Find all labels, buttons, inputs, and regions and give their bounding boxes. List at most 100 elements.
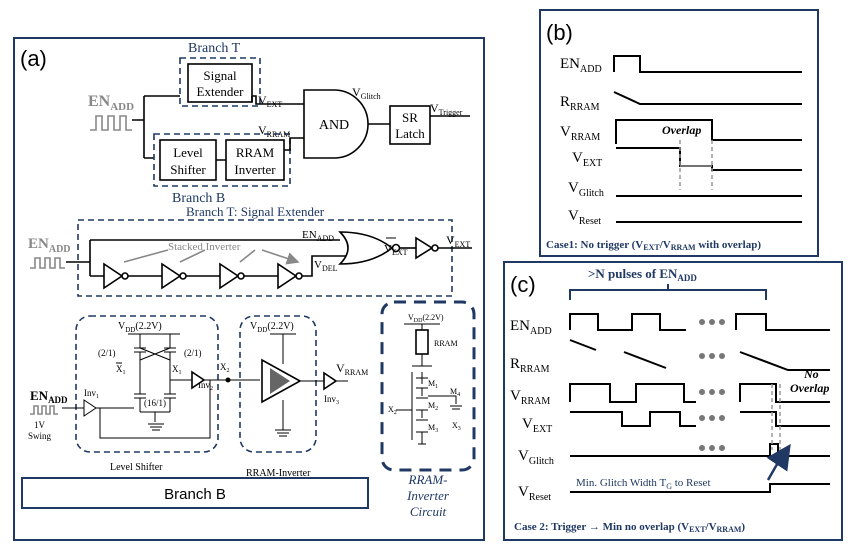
c-wave-v-rram-1	[569, 383, 696, 403]
rram-circuit-frame	[380, 300, 476, 472]
v-rram-wire	[216, 137, 304, 161]
ellipsis-dots	[699, 319, 725, 451]
signal-extender-block	[187, 63, 253, 103]
en-add-2-label: ENADD	[28, 236, 71, 255]
ratio-right: (2/1)	[184, 348, 202, 358]
circuit-caption-1: RRAM-	[408, 472, 448, 487]
m2-label: M2	[428, 401, 438, 412]
rram-device-label: RRAM	[434, 339, 458, 348]
c-sig-en-add: ENADD	[510, 318, 552, 337]
b-sig-v-rram: VRRAM	[560, 124, 600, 143]
c-wave-v-ext-2	[740, 411, 830, 427]
nmos-stack	[411, 354, 432, 445]
rram-inverter-caption: RRAM-Inverter	[246, 468, 311, 479]
c-wave-r-rram-1	[569, 339, 667, 369]
panel-a-frame	[13, 37, 485, 541]
nmos-pair	[134, 364, 176, 422]
no-overlap-label-2: Overlap	[790, 381, 829, 395]
en-add-pulse-icon	[90, 115, 132, 131]
panel-a: (a) ENADD Branch T Signal Extender VEXT …	[13, 37, 485, 541]
en-add-label: ENADD	[88, 93, 134, 113]
v-ext-wire	[252, 95, 304, 105]
stacked-inverter-arrows	[123, 250, 298, 262]
level-shifter-caption: Level Shifter	[110, 462, 163, 473]
b-sig-v-reset: VReset	[568, 208, 601, 227]
signal-extender-title: Branch T: Signal Extender	[186, 204, 325, 219]
panel-c: (c) >N pulses of ENADD ENADD RRRAM VRRAM…	[503, 261, 843, 541]
ratio-left: (2/1)	[98, 348, 116, 358]
branch-split-wire	[132, 95, 180, 159]
level-shifter-detail: VDD(2.2V) (2/1) (2/1) X1 X1 (16/1) Inv2 …	[28, 315, 260, 473]
b-wave-v-rram	[615, 119, 802, 144]
en-add-ls-label: ENADD	[30, 388, 68, 405]
panel-b-waveforms	[613, 55, 802, 223]
inv3-label: Inv3	[324, 394, 339, 406]
b-wave-en-add	[613, 55, 802, 73]
pulses-title: >N pulses of ENADD	[588, 266, 697, 283]
en-add-ls-pulse-icon	[30, 405, 58, 415]
v-ext-out-label: VEXT	[446, 233, 470, 249]
and-gate	[303, 89, 369, 159]
signal-extender-frame	[77, 219, 453, 297]
rram-device	[415, 329, 429, 355]
v-rram-ri-label: VRRAM	[336, 361, 368, 377]
ls-ground	[148, 423, 164, 431]
se-stub	[251, 96, 253, 102]
signal-extender-detail: Branch T: Signal Extender ENADD Stacked …	[28, 204, 472, 297]
x1bar-label: X1	[116, 364, 126, 376]
m4-label: M4	[450, 387, 460, 398]
branch-b-label: Branch B	[172, 191, 225, 206]
and-label: AND	[319, 118, 349, 133]
en-add-3-label: ENADD	[302, 229, 334, 243]
rram-inverter-text-2: Inverter	[234, 162, 276, 177]
v-glitch-label: VGlitch	[352, 85, 381, 101]
v-trigger-label: VTrigger	[430, 101, 463, 117]
cross-coupled-pmos	[134, 347, 176, 364]
level-shifter-text-2: Shifter	[170, 162, 206, 177]
x1-label: X1	[172, 364, 182, 376]
inv2-label: Inv2	[198, 380, 213, 392]
v-ext-label: VEXT	[258, 93, 282, 109]
min-glitch-label: Min. Glitch Width TG to Reset	[576, 477, 711, 491]
x2-circuit-label: X2	[388, 405, 397, 416]
v-rram-label: VRRAM	[258, 123, 290, 139]
c-sig-v-glitch: VGlitch	[518, 448, 554, 467]
panel-a-label: (a)	[20, 46, 47, 71]
c-wave-v-ext-1	[570, 411, 696, 427]
c-sig-v-reset: VReset	[518, 484, 551, 503]
rram-inverter-detail: VDD(2.2V) RRAM-Inverter Inv3 VRRAM	[239, 315, 368, 479]
block-diagram: ENADD Branch T Signal Extender VEXT Bran…	[88, 41, 470, 206]
inv3-gate	[323, 371, 338, 391]
se-input-wires	[66, 239, 340, 277]
signal-extender-text-2: Extender	[197, 84, 245, 99]
sr-latch-text-2: Latch	[395, 126, 425, 141]
vdd-ls-label: VDD(2.2V)	[118, 321, 162, 334]
panel-c-frame	[503, 261, 843, 541]
x3-label: X3	[452, 421, 461, 432]
nor-gate	[338, 231, 394, 265]
inverter-chain	[103, 255, 350, 290]
panel-c-waveforms	[569, 313, 830, 493]
b-sig-v-glitch: VGlitch	[568, 180, 604, 199]
ratio-bottom: (16/1)	[144, 398, 166, 408]
panel-b: (b) ENADD RRRAM VRRAM VEXT VGlitch VRese…	[539, 9, 819, 257]
m3-label: M3	[428, 423, 438, 434]
branch-t-label: Branch T	[188, 41, 241, 56]
c-wave-en-add-2	[735, 313, 830, 331]
level-shifter-text-1: Level	[173, 145, 203, 160]
circuit-caption-3: Circuit	[410, 504, 447, 519]
panel-c-caption: Case 2: Trigger → Min no overlap (VEXT/V…	[514, 521, 745, 534]
b-sig-en-add: ENADD	[560, 56, 602, 75]
level-shifter-frame	[75, 315, 219, 453]
no-overlap-label-1: No	[803, 367, 819, 381]
c-sig-v-ext: VEXT	[522, 416, 552, 435]
rram-inverter-text-1: RRAM	[236, 145, 275, 160]
vdd-ri-label: VDD(2.2V)	[250, 321, 294, 334]
x2-label: X2	[220, 362, 230, 374]
stacked-inverter-label: Stacked Inverter	[168, 241, 241, 253]
en-add-2-pulse-icon	[30, 257, 65, 269]
branch-b-bar-label: Branch B	[164, 486, 226, 503]
panel-b-caption: Case1: No trigger (VEXT/VRRAM with overl…	[546, 239, 761, 252]
level-shifter-block	[159, 139, 217, 181]
